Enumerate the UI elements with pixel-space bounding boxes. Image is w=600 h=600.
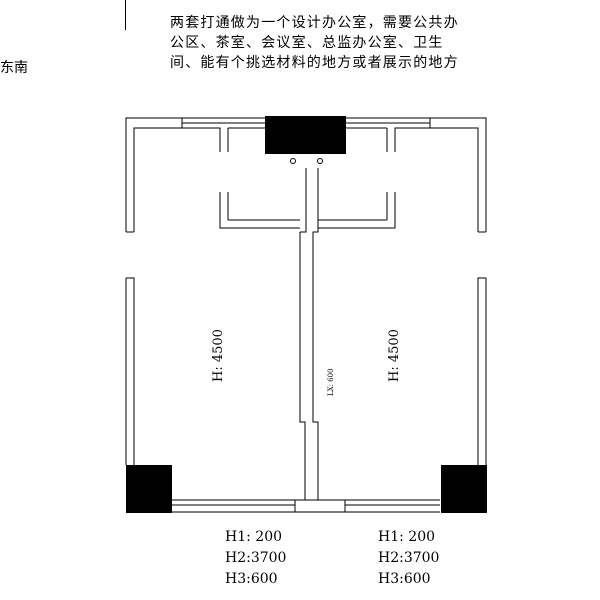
spec-left-h1: H1: 200 [225, 529, 283, 545]
right-nook [318, 192, 396, 229]
pipe-circle-right [317, 158, 323, 164]
spec-right-h1: H1: 200 [378, 529, 436, 545]
center-wall-right [312, 168, 319, 500]
spec-right-h3: H3:600 [378, 571, 431, 587]
room-height-right: H: 4500 [387, 329, 402, 382]
top-wall-right-inner-b [394, 127, 430, 152]
wall-outlines [125, 117, 487, 513]
design-requirement-note: 两套打通做为一个设计办公室，需要公共办公区、茶室、会议室、总监办公室、卫生间、能… [170, 15, 459, 71]
top-wall-right-inner [430, 127, 479, 232]
top-wall-left-inner-b [182, 127, 221, 152]
bottom-door-frame [294, 499, 346, 513]
spec-left-h2: H2:3700 [225, 550, 287, 566]
direction-label: 东南 [0, 60, 28, 76]
column-bottom-right [441, 465, 487, 513]
spec-left: H1: 200 H2:3700 H3:600 [225, 527, 286, 590]
pipe-circle-left [290, 158, 296, 164]
spec-right: H1: 200 H2:3700 H3:600 [378, 527, 439, 590]
border-line [125, 0, 126, 30]
spec-right-h2: H2:3700 [378, 550, 440, 566]
column-top-center [265, 116, 346, 154]
lx-label: LX: 600 [327, 368, 335, 396]
right-wall-lower [477, 277, 486, 465]
center-wall-left [299, 232, 306, 500]
spec-left-h3: H3:600 [225, 571, 278, 587]
top-wall-right [345, 117, 487, 232]
left-nook [219, 192, 300, 229]
top-wall-left-inner [133, 127, 182, 232]
left-wall-lower [126, 277, 135, 465]
room-height-left: H: 4500 [211, 329, 226, 382]
top-wall-left [125, 117, 265, 232]
center-wall-left-top [300, 168, 307, 233]
column-bottom-left [126, 465, 172, 513]
